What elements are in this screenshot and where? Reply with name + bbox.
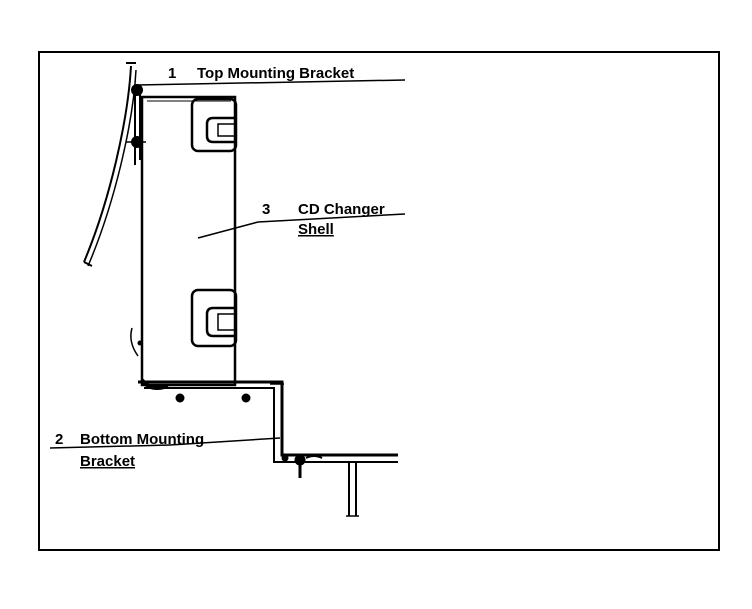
label-3-number: 3 [262, 201, 270, 218]
bottom-mounting-bracket [138, 378, 398, 517]
label-top-mounting-bracket: 1 Top Mounting Bracket [168, 65, 354, 82]
trunk-wall [83, 62, 137, 267]
label-bottom-mounting-bracket: 2 Bottom Mounting Bracket [55, 431, 204, 470]
upper-handle-slot [190, 97, 238, 153]
leader-line-3 [197, 221, 259, 239]
leader-lines [49, 79, 406, 449]
diagram-frame [38, 51, 720, 551]
label-cd-changer-shell: 3 CD Changer Shell [262, 201, 385, 238]
label-2-text-line-2: Bracket [80, 453, 135, 470]
label-3-text-line-2: Shell [298, 221, 334, 238]
label-1-text: Top Mounting Bracket [197, 65, 354, 82]
lower-handle-slot [190, 288, 238, 348]
leader-line-1 [136, 79, 406, 86]
label-2-number: 2 [55, 431, 63, 448]
label-2-text-line-1: Bottom Mounting [80, 431, 204, 448]
cd-changer-shell [130, 95, 238, 387]
label-3-text-line-1: CD Changer [298, 201, 385, 218]
label-1-number: 1 [168, 65, 176, 82]
leader-line-2 [49, 444, 171, 449]
